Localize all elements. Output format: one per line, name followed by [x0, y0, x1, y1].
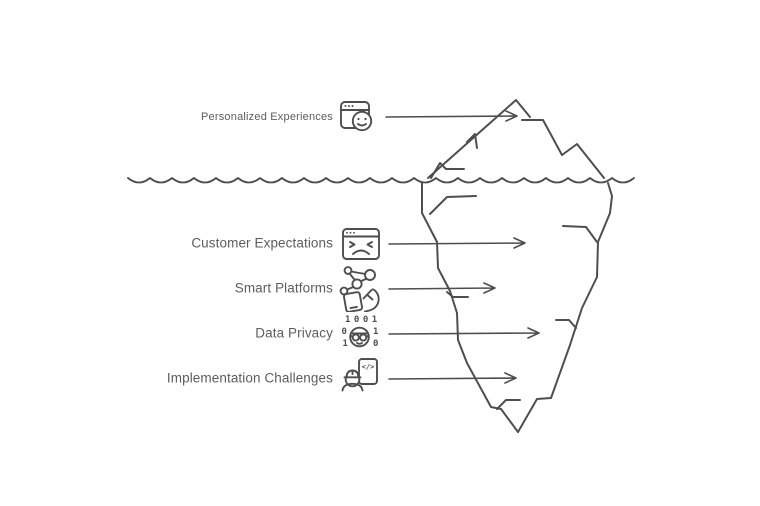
binary-mid-right-text: 1 [373, 327, 378, 337]
arrow-personalized-experiences [385, 110, 518, 122]
label-customer-expectations: Customer Expectations [191, 235, 333, 251]
label-data-privacy: Data Privacy [255, 325, 333, 341]
binary-top-text: 1001 [345, 315, 381, 325]
binary-bottom-left-text: 1 [343, 339, 348, 349]
hand-phone-network-icon [339, 266, 380, 312]
code-glyph-text: </> [362, 363, 375, 371]
arrow-implementation-challenges [388, 372, 517, 384]
iceberg-facet [496, 399, 521, 410]
engineer-code-document-icon: </> [341, 358, 378, 392]
iceberg-above-water [427, 99, 605, 179]
iceberg-facet [429, 195, 477, 215]
iceberg-facet [562, 225, 598, 243]
label-smart-platforms: Smart Platforms [234, 280, 333, 296]
iceberg-foothill [430, 162, 465, 179]
arrow-smart-platforms [388, 282, 496, 294]
iceberg-slope-notch [466, 133, 478, 149]
browser-angry-icon [342, 228, 380, 260]
iceberg-facet [446, 291, 469, 298]
label-implementation-challenges: Implementation Challenges [166, 370, 333, 386]
iceberg-facet [555, 319, 577, 329]
connector-arrows [385, 110, 540, 384]
binary-anonymous-face-icon: 1001 0 1 1 0 [342, 315, 381, 349]
label-personalized-experiences: Personalized Experiences [201, 111, 333, 123]
browser-smiley-icon [340, 101, 373, 132]
phone [343, 291, 363, 312]
waterline [127, 177, 635, 184]
iceberg-below-water [421, 182, 613, 433]
arrow-data-privacy [388, 327, 540, 339]
arrow-customer-expectations [388, 237, 526, 249]
binary-mid-left-text: 0 [342, 327, 347, 337]
binary-bottom-right-text: 0 [373, 339, 378, 349]
